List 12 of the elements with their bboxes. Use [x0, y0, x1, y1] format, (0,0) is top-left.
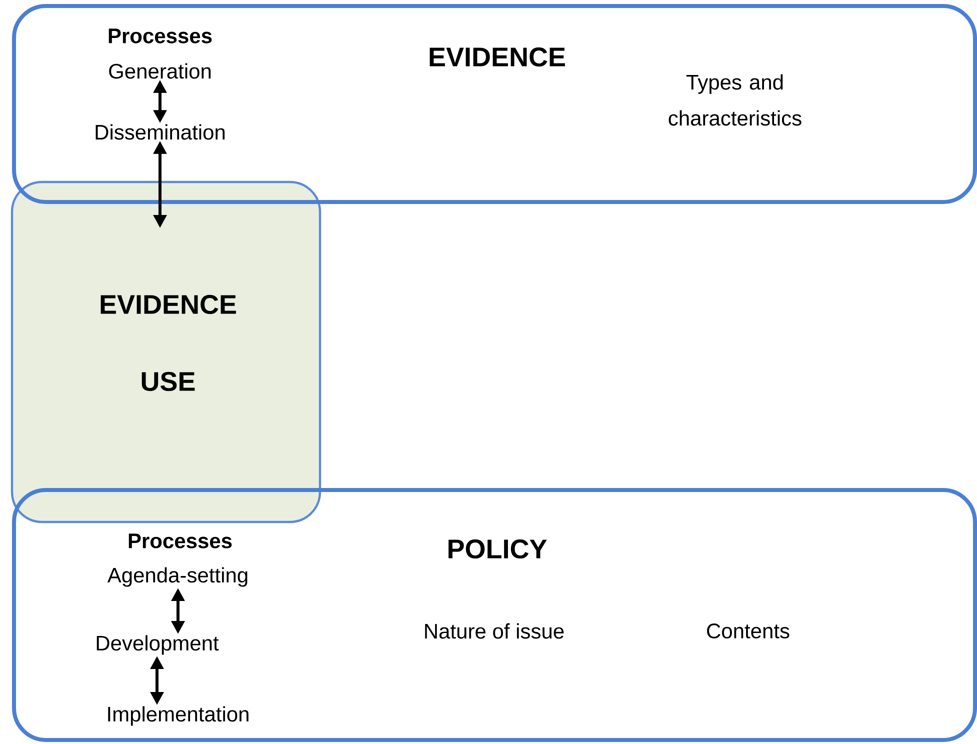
label-text: Types and characteristics: [668, 74, 802, 126]
label-text: Development: [96, 635, 219, 655]
heading: EVIDENCE: [430, 47, 565, 67]
label-text: Dissemination: [96, 124, 225, 140]
label-text: Implementation: [108, 706, 248, 726]
heading: POLICY: [448, 539, 547, 559]
label-text: Generation: [109, 63, 211, 79]
label-text: Agenda-setting: [107, 567, 248, 587]
heading: Processes: [108, 28, 212, 44]
heading: EVIDENCE USE: [100, 294, 236, 392]
label-text: Contents: [707, 624, 790, 638]
label-text: Nature of issue: [425, 623, 564, 639]
